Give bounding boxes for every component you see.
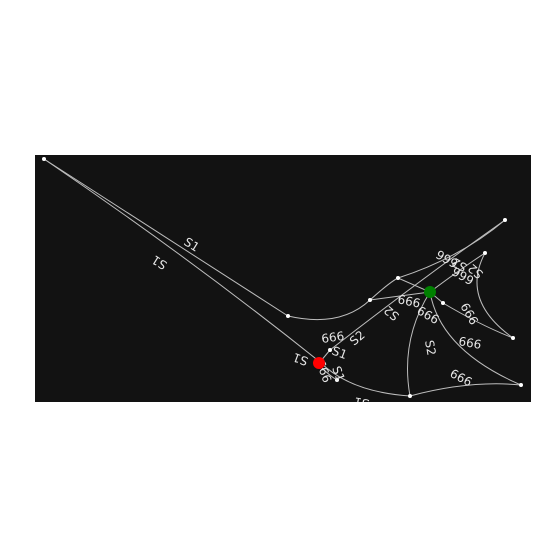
- road-label: S2: [422, 339, 438, 356]
- junction-node[interactable]: [503, 218, 507, 222]
- junction-node[interactable]: [408, 394, 412, 398]
- road-north-link: [397, 219, 506, 279]
- junction-node[interactable]: [396, 276, 400, 280]
- road-label: 666: [320, 329, 345, 346]
- road-ne-diagonal: [329, 219, 506, 351]
- junction-node[interactable]: [511, 336, 515, 340]
- road-666-east: [442, 302, 514, 339]
- road-lower-fan: [429, 291, 522, 386]
- road-s1-north: [43, 158, 289, 317]
- junction-node[interactable]: [328, 348, 332, 352]
- road-label: S1: [181, 235, 201, 255]
- road-label: 666: [396, 292, 421, 310]
- road-label: S1: [291, 350, 310, 368]
- origin-marker[interactable]: [313, 357, 325, 369]
- road-label: S1: [330, 344, 349, 362]
- road-s2-vertical: [407, 291, 431, 397]
- road-s1-south: [43, 158, 321, 363]
- destination-marker[interactable]: [424, 286, 436, 298]
- road-s1-bottom: [319, 361, 411, 397]
- road-label: S2: [347, 328, 368, 349]
- map-panel[interactable]: S1 S1 666 S2 S1 S1 666 S1 S1 S2 666 666 …: [35, 155, 531, 402]
- road-label: S2: [449, 255, 469, 275]
- road-label: 666: [457, 334, 482, 352]
- road-label: 666: [457, 301, 481, 328]
- road-label: S1: [353, 394, 370, 402]
- junction-node[interactable]: [368, 298, 372, 302]
- road-label: 666: [415, 303, 442, 327]
- road-ne-fan: [476, 252, 514, 339]
- junction-node[interactable]: [42, 157, 46, 161]
- road-ne-spur: [429, 252, 486, 293]
- junction-node[interactable]: [441, 301, 445, 305]
- junction-node[interactable]: [286, 314, 290, 318]
- junction-node[interactable]: [519, 383, 523, 387]
- junction-node[interactable]: [335, 378, 339, 382]
- road-label: S1: [149, 252, 169, 272]
- junction-node[interactable]: [483, 251, 487, 255]
- road-network[interactable]: S1 S1 666 S2 S1 S1 666 S1 S1 S2 666 666 …: [35, 155, 531, 402]
- road-bottom-east: [409, 383, 522, 397]
- road-label: S1: [329, 364, 347, 383]
